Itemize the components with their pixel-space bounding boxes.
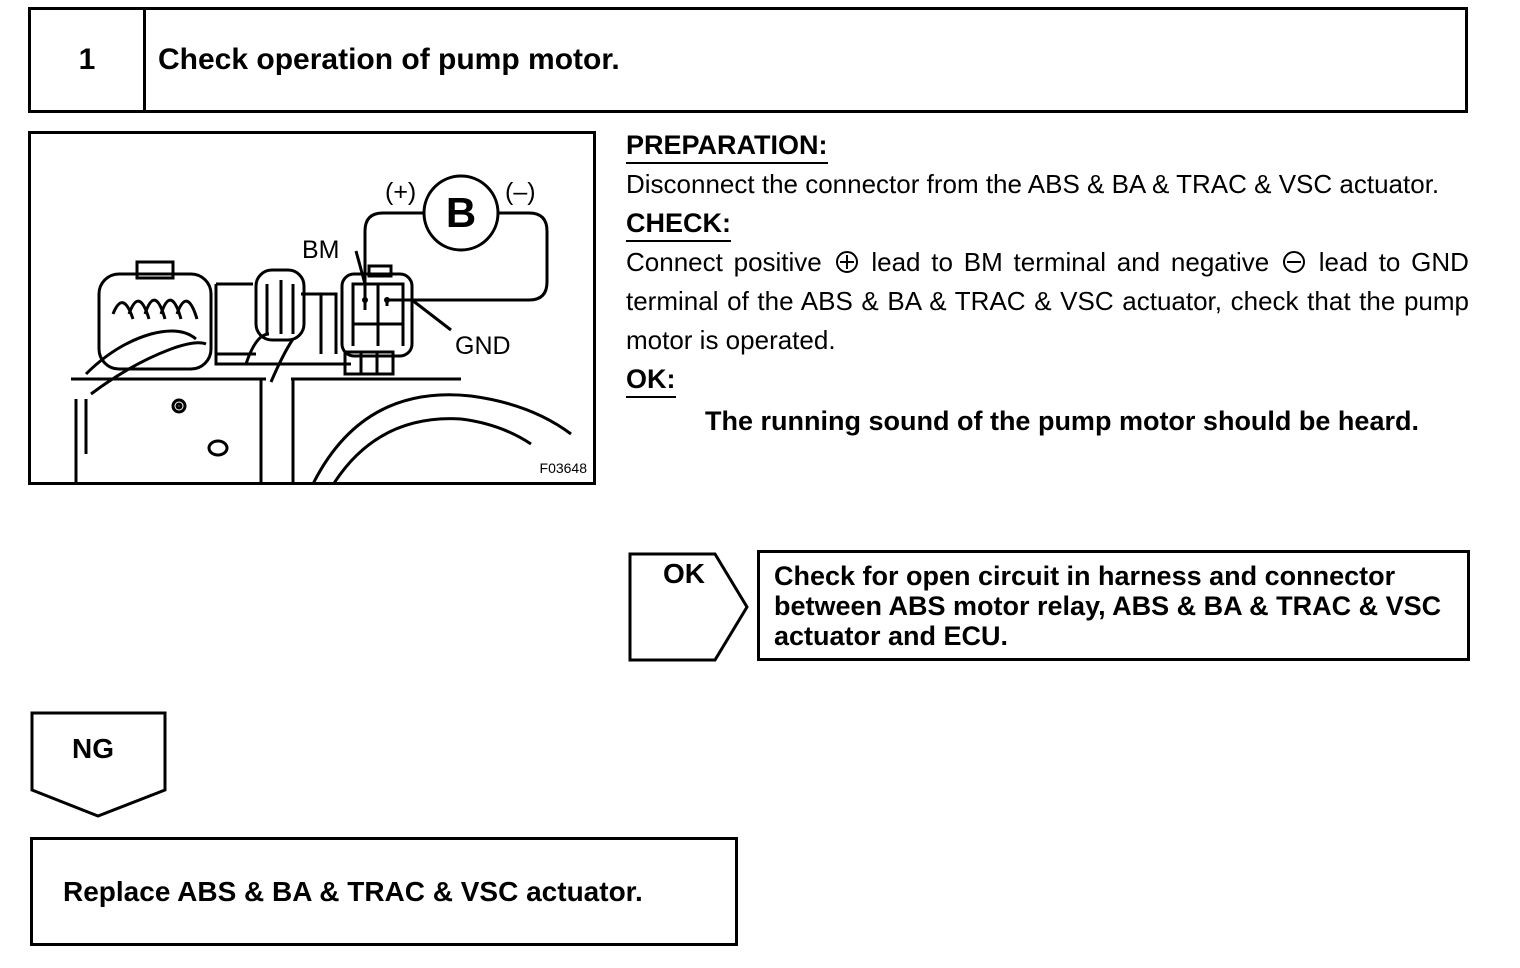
negative-circle-icon xyxy=(1283,251,1305,273)
check-text: Connect positive lead to BM terminal and… xyxy=(626,243,1469,360)
instructions: PREPARATION: Disconnect the connector fr… xyxy=(626,126,1469,441)
plus-label: (+) xyxy=(385,178,417,206)
ok-criterion: The running sound of the pump motor shou… xyxy=(705,406,1419,436)
positive-circle-icon xyxy=(835,251,858,273)
preparation-heading: PREPARATION: xyxy=(626,129,828,164)
step-number: 1 xyxy=(31,10,146,110)
connector-illustration: B (+) (–) BM GND F03648 xyxy=(28,131,596,485)
ok-branch-label: OK xyxy=(663,558,705,589)
gnd-terminal-label: GND xyxy=(455,332,511,360)
minus-label: (–) xyxy=(505,178,536,206)
check-text-part-3: lead to GND terminal of the ABS & BA & T… xyxy=(626,247,1469,355)
bm-terminal-label: BM xyxy=(302,236,340,264)
figure-code: F03648 xyxy=(539,460,587,476)
ng-branch-result: Replace ABS & BA & TRAC & VSC actuator. xyxy=(30,837,738,946)
check-text-part-2: lead to BM terminal and negative xyxy=(871,247,1270,277)
ng-arrow-box xyxy=(30,711,167,818)
ok-branch-result: Check for open circuit in harness and co… xyxy=(757,550,1470,661)
ok-arrow-box xyxy=(628,552,749,662)
middle-connector xyxy=(254,268,306,342)
check-text-part-1: Connect positive xyxy=(626,247,822,277)
step-header: 1 Check operation of pump motor. xyxy=(28,7,1468,113)
connector-drawing: B xyxy=(71,174,572,482)
check-heading: CHECK: xyxy=(626,207,731,242)
preparation-text: Disconnect the connector from the ABS & … xyxy=(626,169,1440,199)
meter-label: B xyxy=(446,189,476,236)
ng-branch-label: NG xyxy=(72,733,114,764)
left-connector xyxy=(97,272,213,371)
ok-heading: OK: xyxy=(626,363,676,398)
step-title: Check operation of pump motor. xyxy=(158,43,620,76)
